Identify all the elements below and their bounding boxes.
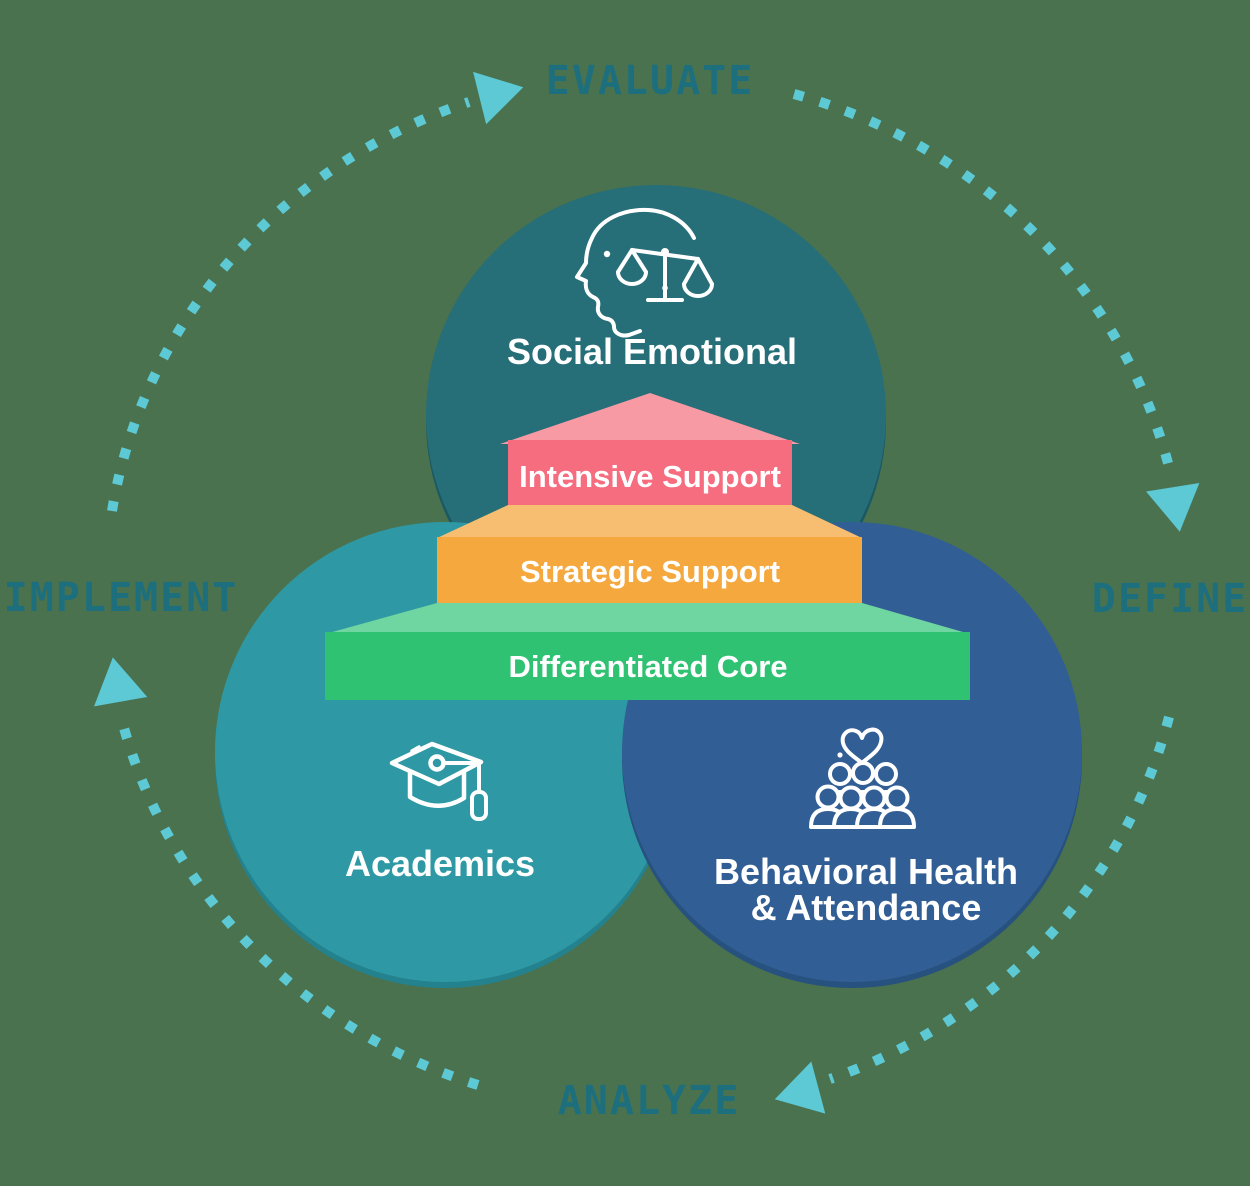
circle-label-academics: Academics <box>344 843 536 884</box>
cycle-arrowhead-evaluate <box>473 71 524 125</box>
circle-label-social-emotional: Social Emotional <box>506 331 798 372</box>
cycle-arc-top-right <box>792 89 1176 477</box>
behavioral-label-line1: Behavioral Health <box>713 851 1019 892</box>
cycle-label-define: DEFINE <box>1091 576 1249 622</box>
people-group-with-heart-icon <box>809 727 916 829</box>
cycle-label-implement: IMPLEMENT <box>3 575 239 621</box>
tier-differentiated-face <box>325 632 970 700</box>
cycle-label-evaluate: EVALUATE <box>545 58 755 104</box>
cycle-label-analyze: ANALYZE <box>557 1078 741 1124</box>
cycle-arc-left-top <box>107 97 471 512</box>
cycle-arc-bottom-left <box>116 715 480 1090</box>
behavioral-label-line2: & Attendance <box>750 887 982 928</box>
circle-label-behavioral-health: Behavioral Health & Attendance <box>714 854 1018 926</box>
cycle-arrowhead-analyze <box>774 1061 826 1114</box>
cycle-arrowhead-implement <box>94 657 148 707</box>
tier-intensive-roof <box>500 393 800 444</box>
tier-strategic-top <box>437 505 862 538</box>
tier-intensive-face <box>508 440 792 507</box>
pyramid <box>325 393 970 700</box>
cycle-arrowhead-define <box>1146 483 1200 532</box>
head-with-balance-scale-icon <box>575 207 714 338</box>
tier-label-differentiated-core: Differentiated Core <box>508 649 788 684</box>
tier-label-strategic-support: Strategic Support <box>519 554 781 589</box>
tier-label-intensive-support: Intensive Support <box>519 459 781 494</box>
tier-differentiated-top <box>325 603 970 634</box>
graduation-cap-icon <box>389 741 488 821</box>
tier-strategic-face <box>437 537 862 605</box>
cycle-arc-right-bottom <box>828 715 1174 1084</box>
